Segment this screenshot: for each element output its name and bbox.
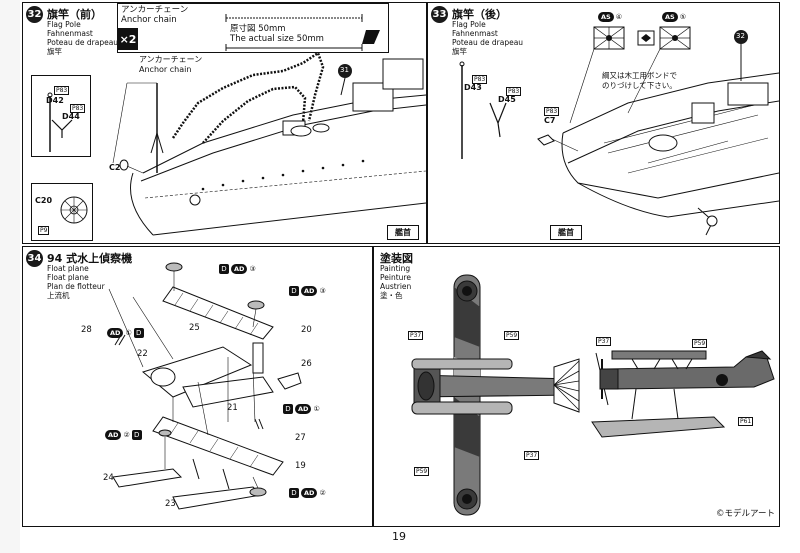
subtitle-1: Painting bbox=[380, 264, 411, 273]
part-26: 26 bbox=[301, 359, 312, 369]
step-33-panel: 33 旗竿（後） Flag Pole Fahnenmast Poteau de … bbox=[427, 2, 780, 244]
badge-ad2-right: D AD ② bbox=[289, 487, 326, 499]
subtitle-2: Float plane bbox=[47, 273, 89, 282]
paint-ref-5: P37 bbox=[596, 337, 612, 346]
chain-callout-jp: アンカーチェーン bbox=[139, 55, 203, 64]
chain-title-en: Anchor chain bbox=[121, 15, 177, 25]
step-title: 旗竿（前） bbox=[47, 8, 102, 21]
part-19: 19 bbox=[295, 461, 306, 471]
part-ref-d44: P83 bbox=[70, 104, 86, 113]
subtitle-en: Flag Pole bbox=[452, 20, 486, 29]
subtitle-3: Austrien bbox=[380, 282, 412, 291]
subtitle-2: Peinture bbox=[380, 273, 411, 282]
step-number: 33 bbox=[431, 6, 448, 23]
page-number: 19 bbox=[392, 530, 406, 543]
painting-title: 塗装図 bbox=[380, 252, 413, 265]
paint-ref-7: P61 bbox=[738, 417, 754, 426]
part-d44-label: D44 bbox=[62, 112, 80, 121]
paint-ref-3: P37 bbox=[524, 451, 540, 460]
part-c20-label: C20 bbox=[109, 163, 127, 172]
part-ref-d42: P83 bbox=[54, 86, 70, 95]
part-ref-c20: P9 bbox=[38, 226, 50, 235]
part-27: 27 bbox=[295, 433, 306, 443]
part-24: 24 bbox=[103, 473, 114, 483]
badge-ad3-right: D AD ③ bbox=[289, 285, 326, 297]
part-ref-c7: P83 bbox=[544, 107, 560, 116]
quantity-badge: ×2 bbox=[118, 28, 138, 50]
ref-step-31: 31 bbox=[340, 66, 349, 74]
subtitle-4: 塗・色 bbox=[380, 291, 403, 300]
as5-badge: AS ⑤ bbox=[662, 11, 686, 23]
badge-ad1-left: AD ① D bbox=[107, 327, 144, 339]
paint-ref-6: P59 bbox=[692, 339, 708, 348]
part-c7-label: C7 bbox=[544, 116, 556, 125]
anchor-chain-box: アンカーチェーン Anchor chain ×2 原寸図 50mm The ac… bbox=[117, 3, 389, 53]
painting-diagram bbox=[411, 274, 775, 516]
subtitle-jp: 旗竿 bbox=[452, 47, 467, 56]
part-20: 20 bbox=[301, 325, 312, 335]
ref-step-32: 32 bbox=[736, 32, 745, 40]
paint-ref-2: P59 bbox=[504, 331, 520, 340]
chain-size-en: The actual size 50mm bbox=[230, 34, 324, 44]
badge-ad1-right: D AD ① bbox=[283, 403, 320, 415]
part-c20-inset-label: C20 bbox=[35, 196, 53, 205]
part-d43-label: D43 bbox=[464, 83, 482, 92]
bow-label: 艦首 bbox=[550, 225, 582, 240]
glue-note-2: のりづけして下さい。 bbox=[602, 81, 677, 90]
subtitle-3: Plan de flotteur bbox=[47, 282, 105, 291]
c20-inset: C20 P9 bbox=[31, 183, 93, 241]
subtitle-fr: Poteau de drapeau bbox=[47, 38, 119, 47]
part-21: 21 bbox=[227, 403, 238, 413]
subtitle-4: 上流机 bbox=[47, 291, 70, 300]
glue-note-1: 綱又は木工用ボンドで bbox=[602, 71, 677, 80]
subtitle-jp: 旗竿 bbox=[47, 47, 62, 56]
chain-callout-en: Anchor chain bbox=[139, 65, 192, 74]
step-number: 32 bbox=[26, 6, 43, 23]
step-34-panel: 34 94 式水上偵察機 Float plane Float plane Pla… bbox=[22, 246, 373, 527]
part-22: 22 bbox=[137, 349, 148, 359]
step-title: 旗竿（後） bbox=[452, 8, 507, 21]
ship-bow-drawing bbox=[112, 51, 426, 236]
subtitle-en: Flag Pole bbox=[47, 20, 81, 29]
part-ref-d43: P83 bbox=[472, 75, 488, 84]
part-d45-label: D45 bbox=[498, 95, 516, 104]
step-title: 94 式水上偵察機 bbox=[47, 252, 133, 265]
part-28: 28 bbox=[81, 325, 92, 335]
subtitle-de: Fahnenmast bbox=[452, 29, 498, 38]
chrysanthemum-crest-drawing bbox=[60, 196, 88, 224]
as4-badge: AS ④ bbox=[598, 11, 622, 23]
bow-label: 艦首 bbox=[387, 225, 419, 240]
flag-pole-parts-drawing bbox=[47, 92, 73, 152]
floatplane-exploded-drawing bbox=[108, 262, 302, 510]
copyright: ©モデルアート bbox=[716, 509, 775, 519]
painting-panel: 塗装図 Painting Peinture Austrien 塗・色 bbox=[373, 246, 780, 527]
paint-ref-1: P37 bbox=[408, 331, 424, 340]
subtitle-1: Float plane bbox=[47, 264, 89, 273]
part-ref-d45: P83 bbox=[506, 87, 522, 96]
chain-scale-drawing bbox=[225, 14, 380, 51]
binding-margin bbox=[0, 0, 20, 553]
part-25: 25 bbox=[189, 323, 200, 333]
chain-size-jp: 原寸図 50mm bbox=[230, 24, 286, 34]
ship-stern-drawing bbox=[459, 26, 779, 236]
subtitle-de: Fahnenmast bbox=[47, 29, 93, 38]
flag-pole-inset: P83 D42 P83 D44 bbox=[31, 75, 91, 157]
part-23: 23 bbox=[165, 499, 176, 509]
paint-ref-4: P59 bbox=[414, 467, 430, 476]
step-number: 34 bbox=[26, 250, 43, 267]
badge-ad3-top: D AD ③ bbox=[219, 263, 256, 275]
subtitle-fr: Poteau de drapeau bbox=[452, 38, 524, 47]
chain-title-jp: アンカーチェーン bbox=[121, 5, 189, 15]
part-d42-label: D42 bbox=[46, 96, 64, 105]
step-32-panel: 32 旗竿（前） Flag Pole Fahnenmast Poteau de … bbox=[22, 2, 427, 244]
badge-ad2-left: AD ② D bbox=[105, 429, 142, 441]
